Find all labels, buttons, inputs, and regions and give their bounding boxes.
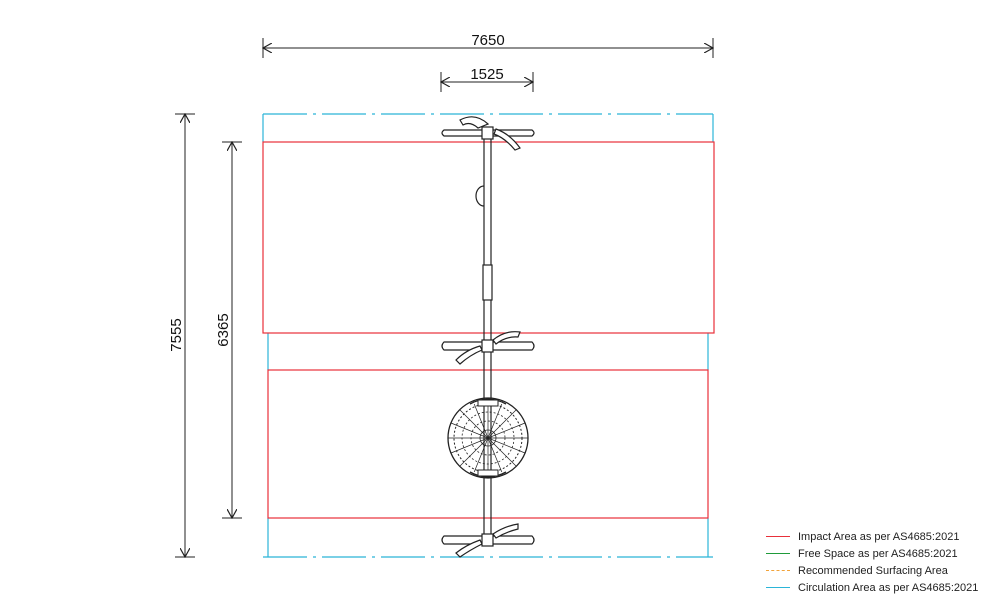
dimension-equipment-width	[441, 72, 533, 92]
legend-label-free-space: Free Space as per AS4685:2021	[798, 547, 958, 560]
dimension-label-1525: 1525	[470, 66, 503, 83]
legend-swatch-free-space	[766, 553, 790, 554]
dimension-label-6365: 6365	[215, 313, 232, 346]
frame-end-bottom	[441, 523, 535, 558]
dimension-overall-width	[263, 38, 713, 58]
legend-swatch-circulation	[766, 587, 790, 588]
legend-item-circulation: Circulation Area as per AS4685:2021	[766, 579, 998, 596]
legend-item-impact: Impact Area as per AS4685:2021	[766, 528, 998, 545]
legend-item-free-space: Free Space as per AS4685:2021	[766, 545, 998, 562]
legend-label-surfacing: Recommended Surfacing Area	[798, 564, 948, 577]
circulation-area	[262, 113, 714, 558]
basket-swing-seat	[447, 397, 529, 479]
legend-swatch-surfacing	[766, 570, 790, 571]
legend: Impact Area as per AS4685:2021 Free Spac…	[766, 528, 998, 596]
impact-area-top	[262, 141, 715, 334]
dimension-label-7650: 7650	[471, 32, 504, 49]
dimension-impact-length	[222, 142, 242, 518]
frame-end-top	[441, 116, 535, 151]
dimension-label-7555: 7555	[168, 318, 185, 351]
legend-item-surfacing: Recommended Surfacing Area	[766, 562, 998, 579]
legend-label-impact: Impact Area as per AS4685:2021	[798, 530, 960, 543]
equipment-beam	[475, 128, 493, 542]
legend-label-circulation: Circulation Area as per AS4685:2021	[798, 581, 979, 594]
impact-area-bottom	[267, 369, 709, 519]
legend-swatch-impact	[766, 536, 790, 537]
frame-middle	[441, 331, 535, 365]
dimension-overall-length	[175, 114, 195, 557]
